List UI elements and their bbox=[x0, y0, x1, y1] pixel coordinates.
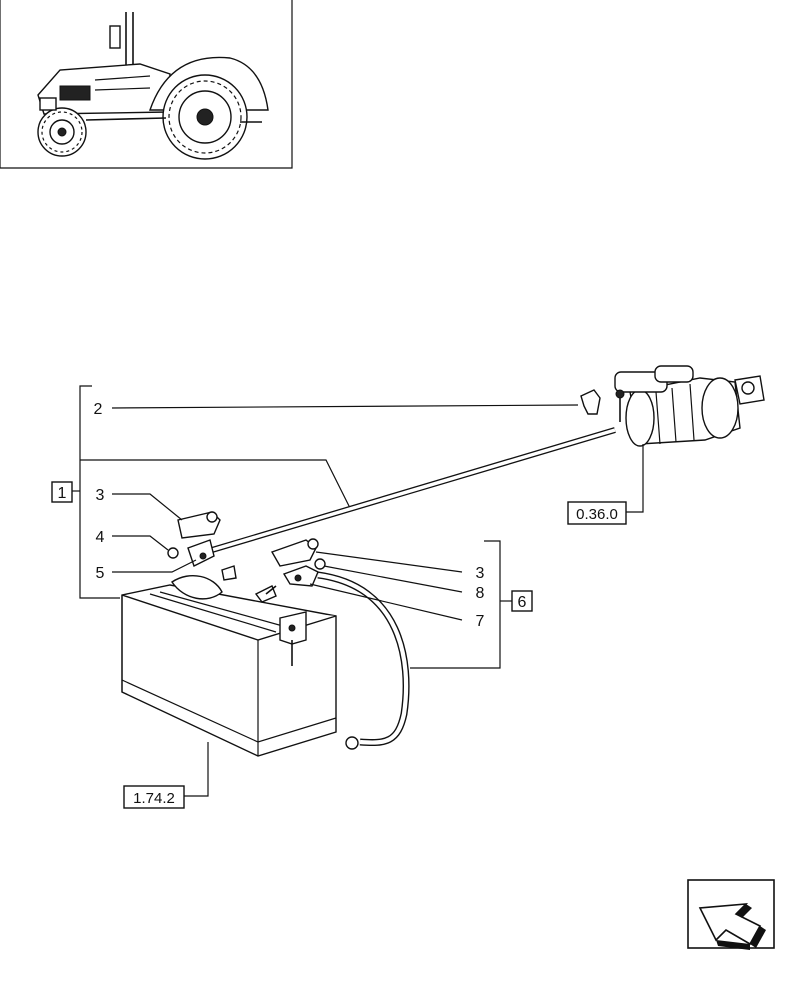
group-1-label: 1 bbox=[58, 485, 67, 502]
callout-7: 7 bbox=[476, 613, 485, 630]
leader-3-right bbox=[315, 551, 463, 573]
nut-4 bbox=[167, 547, 179, 559]
clamp-7 bbox=[282, 565, 319, 587]
tractor-thumbnail-icon bbox=[0, 0, 293, 169]
callout-5: 5 bbox=[96, 565, 105, 582]
terminal-cover-3-right bbox=[270, 539, 317, 567]
back-arrow-icon[interactable] bbox=[687, 879, 775, 950]
group-6-label: 6 bbox=[518, 594, 527, 611]
ground-cable bbox=[317, 571, 410, 750]
group-6-bracket bbox=[410, 540, 512, 669]
clamp-5 bbox=[187, 539, 215, 567]
leader-4 bbox=[112, 535, 169, 551]
battery-ref-label: 1.74.2 bbox=[133, 790, 175, 807]
starter-motor bbox=[614, 365, 765, 447]
nut-8 bbox=[314, 558, 326, 570]
starter-ref-label: 0.36.0 bbox=[576, 506, 618, 523]
callout-2: 2 bbox=[94, 401, 103, 418]
positive-cable bbox=[211, 427, 616, 553]
callout-3-left: 3 bbox=[96, 487, 105, 504]
battery-ref-box bbox=[123, 785, 185, 809]
starter-ref-box bbox=[567, 501, 627, 525]
leader-2 bbox=[111, 404, 579, 409]
callout-8: 8 bbox=[476, 585, 485, 602]
callout-4: 4 bbox=[96, 529, 105, 546]
leader-7 bbox=[309, 583, 463, 621]
battery bbox=[121, 575, 337, 757]
leader-8 bbox=[323, 565, 463, 593]
group-1-bracket bbox=[72, 385, 351, 599]
leader-5 bbox=[112, 559, 197, 573]
group-1-box bbox=[51, 481, 73, 503]
callout-3-right: 3 bbox=[476, 565, 485, 582]
group-6-box bbox=[511, 590, 533, 612]
terminal-cover-2 bbox=[580, 389, 601, 415]
leader-3-left bbox=[112, 493, 183, 521]
